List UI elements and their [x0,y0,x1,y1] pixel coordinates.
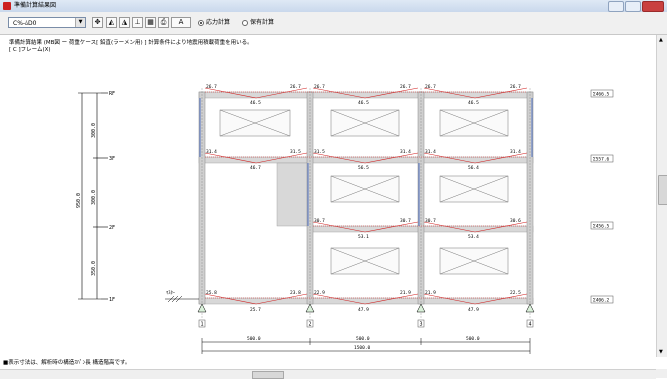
mid-moment-rf-2: 46.5 [358,100,369,106]
floor-label-2f: 2F [109,225,115,231]
mid-moment-rf-3: 46.5 [468,100,479,106]
moment-1f-2: 23.8 [290,290,301,296]
axis-1: 1 [201,322,204,328]
span-1: 500.0 [247,336,261,342]
label-toggle-icon[interactable]: A [171,17,191,28]
moment-rf-2: 26.7 [290,84,301,90]
window-controls [608,1,664,12]
app-icon [3,2,11,10]
radio-stress[interactable]: 応力計算 [198,18,230,28]
scroll-corner [656,369,667,378]
mid-moment-3f-3: 56.4 [468,165,479,171]
section-icon[interactable]: ⊥ [132,17,143,28]
vertical-scrollbar[interactable]: ▲ ▼ [656,35,667,357]
moment-2f-1: 30.7 [314,218,325,224]
radio-strength[interactable]: 保有計算 [242,18,274,28]
axis-2: 2 [309,322,312,328]
moment-3f-2: 31.5 [290,149,301,155]
maximize-button[interactable] [625,1,641,12]
sum-1f: Σ406.2 [593,298,610,304]
moment-rf-4: 26.7 [400,84,411,90]
radio-dot-icon [198,20,204,26]
frame-view-icon[interactable]: ◭ [106,17,117,28]
minimize-button[interactable] [608,1,624,12]
description-line-1: 準備計算結果 (MB図 ー 荷重ケース[ 鉛直(ラーメン用) ] 計算条件により… [9,40,253,46]
moment-3f-6: 31.4 [510,149,521,155]
ground-label: ﾏｽﾀｰ [166,290,176,296]
case-select[interactable]: C%-ﾑD0 ▼ [8,17,86,28]
vertical-scroll-thumb[interactable] [658,175,667,205]
mid-moment-1f-3: 47.9 [468,307,479,313]
mid-moment-2f-2: 53.4 [468,234,479,240]
status-bar: ■表示寸法は、解析時の構造ｽﾊﾟﾝ長 構造階高です。 [0,357,667,369]
mid-moment-3f-2: 56.5 [358,165,369,171]
floor-height-3: 350.0 [91,261,97,276]
floor-height-1: 300.0 [91,123,97,138]
sum-2f: Σ456.5 [593,224,610,230]
close-button[interactable] [642,1,664,12]
moment-1f-1: 25.8 [206,290,217,296]
moment-3f-5: 31.4 [425,149,436,155]
floor-label-3f: 3F [109,156,115,162]
floor-height-2: 300.0 [91,190,97,205]
chevron-down-icon[interactable]: ▼ [75,18,85,27]
moment-3f-1: 31.4 [206,149,217,155]
mid-moment-rf-1: 46.5 [250,100,261,106]
mid-moment-2f-1: 53.1 [358,234,369,240]
moment-rf-1: 26.7 [206,84,217,90]
floor-label-1f: 1F [109,297,115,303]
frame-diagram: RF 3F 2F 1F 300.0 300.0 350.0 950.0 [76,84,614,354]
moment-1f-5: 21.9 [425,290,436,296]
mid-moment-1f-2: 47.9 [358,307,369,313]
floor-label-rf: RF [109,91,115,97]
moment-2f-3: 30.7 [425,218,436,224]
total-span: 1500.0 [354,345,371,351]
print-icon[interactable]: ⎙ [158,17,169,28]
radio-strength-label: 保有計算 [250,19,275,26]
axis-4: 4 [529,322,532,328]
sum-3f: Σ557.6 [593,157,610,163]
sum-rf: Σ466.5 [593,92,610,98]
radio-dot-icon [242,20,248,26]
moment-2f-2: 30.7 [400,218,411,224]
moment-3f-3: 31.5 [314,149,325,155]
moment-1f-4: 21.9 [400,290,411,296]
moment-1f-3: 22.9 [314,290,325,296]
table-icon[interactable]: ▦ [145,17,156,28]
case-select-value: C%-ﾑD0 [13,20,37,27]
radio-stress-label: 応力計算 [206,19,231,26]
description: 準備計算結果 (MB図 ー 荷重ケース[ 鉛直(ラーメン用) ] 計算条件により… [9,40,253,54]
moment-3f-4: 31.4 [400,149,411,155]
mid-moment-1f-1: 25.7 [250,307,261,313]
moment-rf-6: 26.7 [510,84,521,90]
total-height: 950.0 [76,193,82,208]
mid-moment-3f-1: 46.7 [250,165,261,171]
description-line-2: [ C ]フレーム(X) [9,47,51,53]
scroll-down-icon[interactable]: ▼ [659,349,663,355]
frame-3d-icon[interactable]: ◮ [119,17,130,28]
span-2: 500.0 [356,336,370,342]
toolbar: C%-ﾑD0 ▼ ✥ ◭ ◮ ⊥ ▦ ⎙ A 応力計算 保有計算 [0,12,667,35]
label-toggle-text: A [178,18,184,26]
axis-3: 3 [420,322,423,328]
window-title: 準備計算結果図 [14,2,57,9]
scroll-up-icon[interactable]: ▲ [659,37,663,43]
status-message: ■表示寸法は、解析時の構造ｽﾊﾟﾝ長 構造階高です。 [3,360,131,366]
moment-rf-5: 26.7 [425,84,436,90]
move-icon[interactable]: ✥ [92,17,103,28]
moment-rf-3: 26.7 [314,84,325,90]
span-3: 500.0 [466,336,480,342]
moment-2f-4: 30.6 [510,218,521,224]
moment-1f-6: 22.5 [510,290,521,296]
